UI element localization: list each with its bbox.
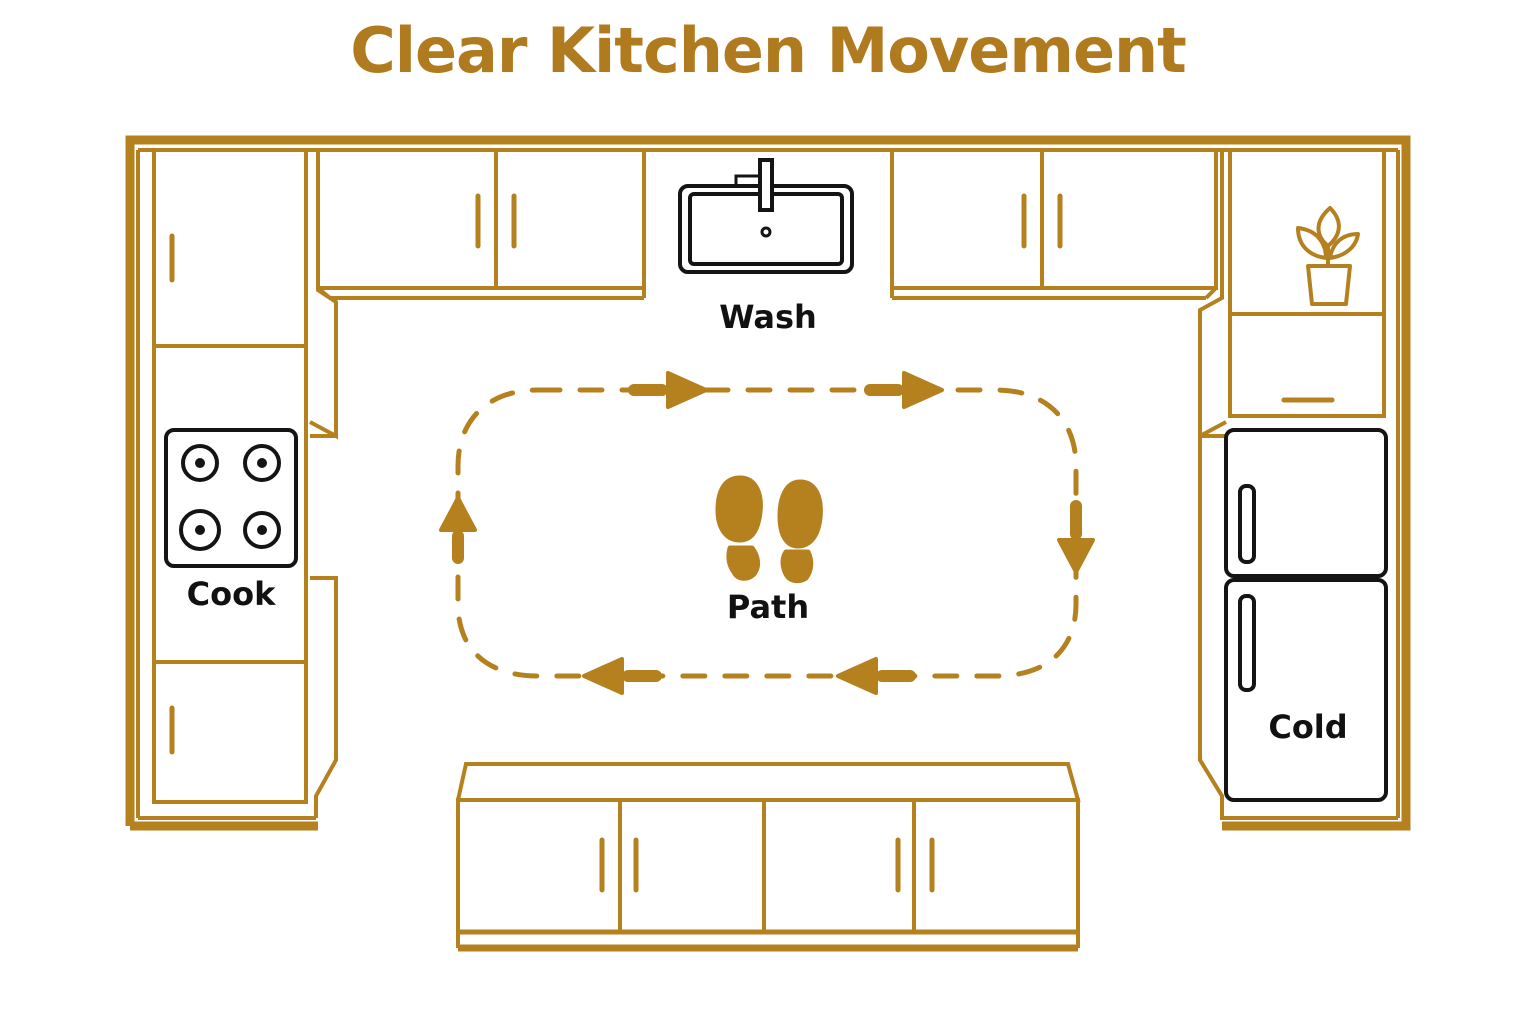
arrow-icon bbox=[1057, 500, 1095, 574]
island-top bbox=[456, 762, 1081, 802]
right-footprint bbox=[777, 479, 823, 584]
left-cabinet-column bbox=[152, 148, 308, 804]
path-arrows bbox=[439, 371, 1095, 695]
fridge-icon bbox=[1224, 428, 1388, 802]
left-footprint bbox=[715, 475, 763, 581]
island-body bbox=[456, 798, 1080, 934]
island-cabinet bbox=[456, 762, 1081, 952]
freezer-handle bbox=[1238, 594, 1256, 692]
cold-label: Cold bbox=[1268, 708, 1347, 746]
fridge-handle bbox=[1238, 484, 1256, 564]
stove-icon bbox=[164, 428, 298, 568]
right-counter-edge bbox=[1198, 148, 1227, 818]
outer-wall bbox=[125, 135, 1411, 831]
drain bbox=[760, 226, 772, 238]
cook-label: Cook bbox=[187, 575, 276, 613]
footprints-icon bbox=[715, 475, 823, 584]
top-right-cabinets bbox=[890, 148, 1218, 300]
left-counter-edge bbox=[306, 148, 338, 818]
cabinetry bbox=[125, 135, 1411, 952]
faucet bbox=[758, 158, 774, 212]
wash-label: Wash bbox=[719, 298, 817, 336]
arrow-icon bbox=[439, 496, 477, 564]
arrow-icon bbox=[582, 657, 662, 695]
page-title: Clear Kitchen Movement bbox=[350, 14, 1187, 87]
path-label: Path bbox=[727, 588, 809, 626]
movement-path bbox=[455, 387, 1079, 679]
arrow-icon bbox=[836, 657, 916, 695]
top-left-cabinets bbox=[316, 148, 646, 300]
zone-labels: Wash Cook Path Cold bbox=[187, 298, 1348, 746]
potted-plant-icon bbox=[1296, 206, 1360, 306]
arrow-icon bbox=[864, 371, 944, 409]
sink-icon bbox=[678, 158, 854, 274]
arrow-icon bbox=[628, 371, 708, 409]
right-cabinet-column bbox=[1228, 148, 1386, 418]
appliances bbox=[164, 158, 1388, 802]
